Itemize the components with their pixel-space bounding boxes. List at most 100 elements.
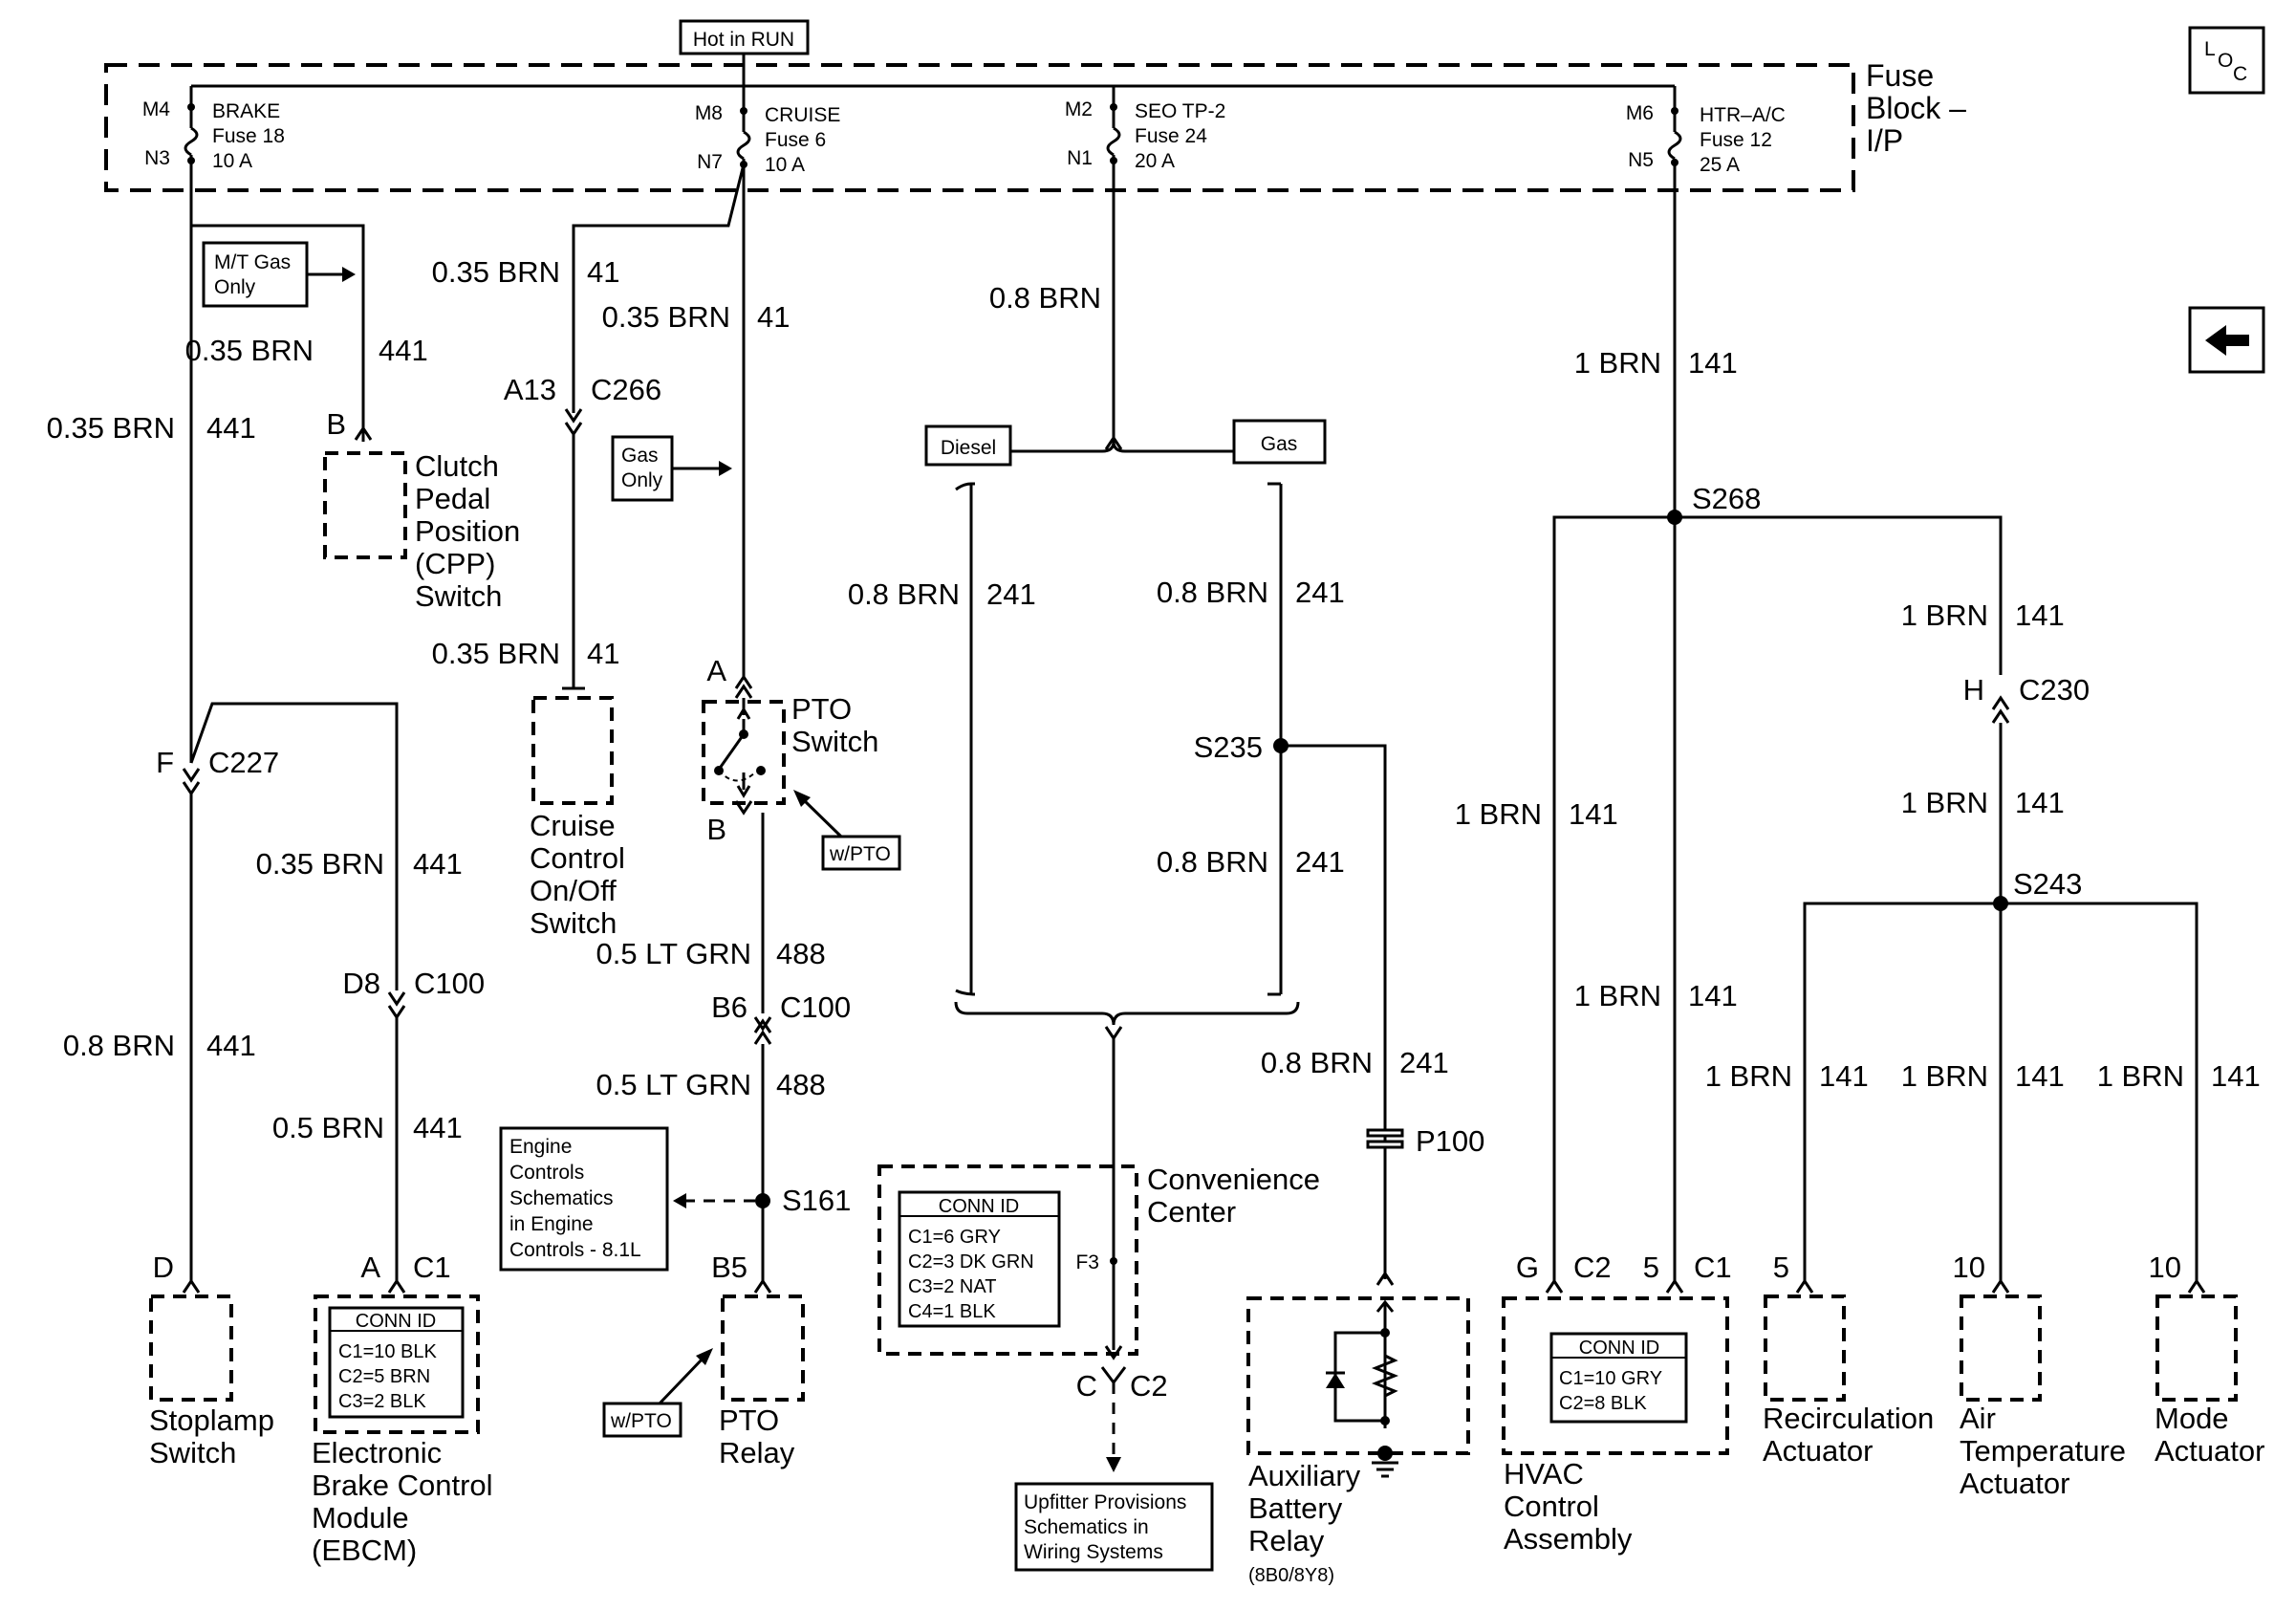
- fuse-symbol-icon: [184, 126, 199, 157]
- svg-text:141: 141: [2211, 1059, 2261, 1093]
- mt-gas-only-note: [202, 241, 309, 308]
- arrow-right-icon: [342, 267, 356, 282]
- svg-text:241: 241: [1399, 1046, 1449, 1079]
- svg-text:0.8 BRN: 0.8 BRN: [1261, 1046, 1373, 1079]
- w-pto-note-relay: [602, 1402, 682, 1438]
- svg-text:141: 141: [2015, 598, 2065, 632]
- svg-text:441: 441: [413, 1111, 463, 1144]
- convenience-center-label: Convenience: [1147, 1163, 1320, 1196]
- svg-text:141: 141: [1688, 346, 1738, 380]
- svg-text:S243: S243: [2013, 867, 2082, 901]
- loc-button[interactable]: L O C: [2188, 26, 2265, 95]
- svg-text:Schematics: Schematics: [509, 1187, 614, 1209]
- back-button[interactable]: [2188, 306, 2265, 374]
- svg-text:Block –: Block –: [1866, 91, 1966, 125]
- convenience-center: [877, 1164, 1138, 1356]
- svg-text:N7: N7: [697, 151, 723, 173]
- svg-text:0.35 BRN: 0.35 BRN: [432, 637, 560, 670]
- arrow-right-icon: [719, 461, 732, 476]
- svg-text:Assembly: Assembly: [1504, 1522, 1633, 1556]
- svg-text:441: 441: [206, 1029, 256, 1062]
- svg-text:41: 41: [757, 300, 790, 334]
- circuit-441: M/T Gas Only 0.35 BRN 441 B Clutch Pedal…: [47, 161, 520, 1567]
- hvac-conn-id: [1549, 1332, 1688, 1424]
- gas-tag: [1232, 419, 1327, 465]
- svg-text:441: 441: [379, 334, 428, 367]
- svg-text:C1: C1: [1694, 1251, 1732, 1284]
- svg-text:C2=8 BLK: C2=8 BLK: [1559, 1393, 1647, 1414]
- svg-text:0.35 BRN: 0.35 BRN: [432, 255, 560, 289]
- svg-text:Wiring Systems: Wiring Systems: [1024, 1541, 1163, 1563]
- ebcm: [314, 1295, 480, 1434]
- svg-text:S235: S235: [1194, 730, 1263, 764]
- svg-text:C1=10 BLK: C1=10 BLK: [338, 1341, 438, 1362]
- svg-text:C: C: [2233, 63, 2247, 85]
- svg-text:M/T Gas: M/T Gas: [214, 251, 291, 273]
- mode-actuator: [2155, 1295, 2238, 1402]
- svg-text:CONN ID: CONN ID: [1579, 1338, 1659, 1359]
- air-temperature-actuator: [1960, 1295, 2042, 1402]
- hot-in-run-label: [679, 19, 810, 55]
- svg-text:C1: C1: [413, 1251, 451, 1284]
- svg-text:488: 488: [776, 937, 826, 970]
- cruise-control-label: Cruise: [530, 809, 616, 842]
- svg-text:1 BRN: 1 BRN: [1705, 1059, 1792, 1093]
- svg-text:O: O: [2218, 50, 2233, 72]
- svg-text:Actuator: Actuator: [1960, 1467, 2069, 1500]
- svg-text:0.5 BRN: 0.5 BRN: [272, 1111, 384, 1144]
- pto-relay-label: PTO: [719, 1403, 779, 1437]
- svg-text:Upfitter Provisions: Upfitter Provisions: [1024, 1491, 1186, 1513]
- svg-text:10: 10: [2149, 1251, 2181, 1284]
- svg-text:C1=10 GRY: C1=10 GRY: [1559, 1368, 1662, 1389]
- svg-text:141: 141: [1569, 797, 1618, 831]
- svg-text:CRUISE: CRUISE: [765, 104, 840, 126]
- svg-text:5: 5: [1773, 1251, 1789, 1284]
- svg-text:Module: Module: [312, 1501, 409, 1534]
- gas-only-note: [611, 435, 674, 502]
- svg-text:I/P: I/P: [1866, 123, 1903, 158]
- svg-text:5: 5: [1643, 1251, 1659, 1284]
- svg-text:241: 241: [1295, 576, 1345, 609]
- cpp-switch-label: Clutch: [415, 449, 499, 483]
- svg-text:488: 488: [776, 1068, 826, 1101]
- svg-text:Controls: Controls: [509, 1162, 584, 1184]
- svg-text:241: 241: [1295, 845, 1345, 879]
- svg-text:10 A: 10 A: [212, 150, 252, 172]
- hot-in-run-text: Hot in RUN: [693, 29, 794, 51]
- svg-text:in Engine: in Engine: [509, 1213, 594, 1235]
- svg-text:M4: M4: [142, 98, 170, 120]
- hvac-control-label: HVAC: [1504, 1457, 1584, 1490]
- svg-text:Position: Position: [415, 514, 520, 548]
- svg-text:Fuse 24: Fuse 24: [1135, 125, 1207, 147]
- svg-text:C2=5 BRN: C2=5 BRN: [338, 1366, 430, 1387]
- svg-text:C3=2 BLK: C3=2 BLK: [338, 1391, 426, 1412]
- svg-text:M6: M6: [1626, 102, 1654, 124]
- svg-text:Gas: Gas: [1261, 433, 1298, 455]
- splice-s161: [755, 1193, 770, 1208]
- cruise-control-switch: [531, 696, 614, 805]
- svg-text:Temperature: Temperature: [1960, 1434, 2126, 1468]
- svg-text:N1: N1: [1067, 147, 1093, 169]
- pto-switch-label: PTO: [791, 692, 852, 726]
- svg-text:241: 241: [986, 577, 1036, 611]
- svg-text:0.8 BRN: 0.8 BRN: [63, 1029, 175, 1062]
- svg-text:141: 141: [1819, 1059, 1869, 1093]
- svg-text:Fuse 6: Fuse 6: [765, 129, 826, 151]
- svg-text:A: A: [360, 1251, 380, 1284]
- svg-text:On/Off: On/Off: [530, 874, 617, 907]
- svg-text:Actuator: Actuator: [1763, 1434, 1873, 1468]
- conv-conn-id: [898, 1190, 1061, 1328]
- recirculation-actuator: [1764, 1295, 1846, 1402]
- fuse-block-title: Fuse: [1866, 58, 1934, 93]
- circuit-41: 0.35 BRN 41 A13 C266 0.35 BRN 41 Cruise …: [432, 163, 790, 940]
- svg-text:S268: S268: [1692, 482, 1761, 515]
- svg-text:25 A: 25 A: [1700, 154, 1740, 176]
- svg-text:C3=2 NAT: C3=2 NAT: [908, 1276, 996, 1297]
- svg-text:0.5 LT GRN: 0.5 LT GRN: [596, 1068, 751, 1101]
- upfitter-note: [1014, 1482, 1214, 1572]
- svg-text:Schematics in: Schematics in: [1024, 1516, 1149, 1538]
- fuse-symbol-icon: [1106, 126, 1121, 157]
- resistor-icon: [1371, 1354, 1399, 1398]
- svg-text:CONN ID: CONN ID: [356, 1311, 436, 1332]
